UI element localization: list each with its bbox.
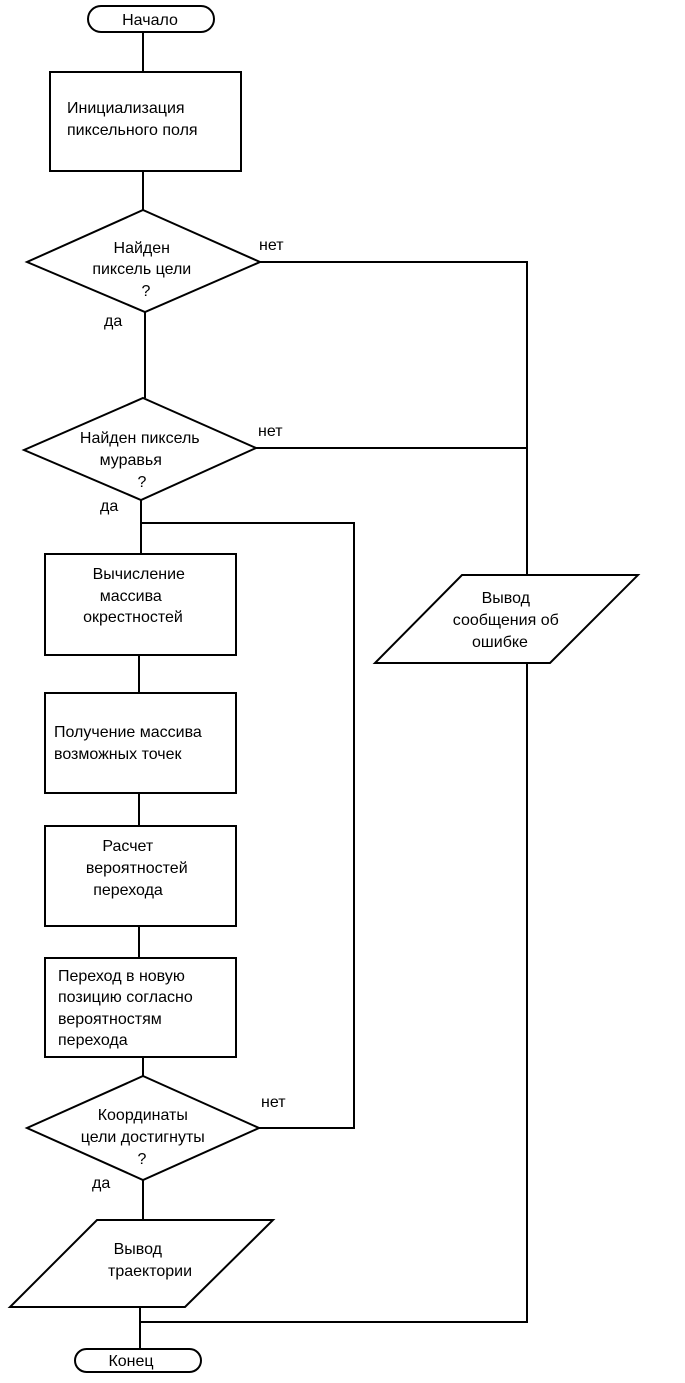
decision-reached-label: Координаты цели достигнуты ? xyxy=(81,1107,210,1168)
calc-neighborhood-label-line: Вычисление xyxy=(93,566,185,583)
end-label: Конец xyxy=(108,1353,153,1370)
calc-probabilities-label: Расчет вероятностей перехода xyxy=(86,838,192,899)
output-error-label: Вывод сообщения об ошибке xyxy=(453,590,563,651)
connectors xyxy=(138,32,528,1349)
decision-target-reached: Координаты цели достигнуты ? нет да xyxy=(24,1074,286,1192)
move-process: Переход в новую позицию согласно вероятн… xyxy=(44,957,237,1058)
get-points-label-line: Получение массива xyxy=(54,724,202,741)
decision-reached-label-line: ? xyxy=(138,1151,147,1168)
output-error-label-line: ошибке xyxy=(472,634,528,651)
calc-probabilities-label-line: Расчет xyxy=(102,838,154,855)
output-trajectory: Вывод траектории xyxy=(7,1219,276,1308)
init-process: Инициализация пиксельного поля xyxy=(49,71,242,172)
init-label-line: пиксельного поля xyxy=(67,122,198,139)
decision-target-label: Найден пиксель цели ? xyxy=(92,240,195,300)
output-trajectory-label: Вывод траектории xyxy=(108,1241,192,1280)
get-points-label-line: возможных точек xyxy=(54,746,183,763)
decision-target-found: Найден пиксель цели ? нет да xyxy=(24,208,284,330)
calc-neighborhood-label-line: окрестностей xyxy=(83,609,183,626)
decision-ant-yes-label: да xyxy=(100,498,118,515)
decision-target-label-line: Найден xyxy=(114,240,170,257)
decision-target-label-line: ? xyxy=(142,283,151,300)
calc-probabilities-label-line: перехода xyxy=(93,882,163,899)
calc-probabilities-process: Расчет вероятностей перехода xyxy=(44,825,237,927)
calc-neighborhood-label-line: массива xyxy=(100,588,162,605)
calc-neighborhood-label: Вычисление массива окрестностей xyxy=(83,566,189,626)
get-points-process: Получение массива возможных точек xyxy=(44,692,237,794)
decision-target-no-label: нет xyxy=(259,237,284,254)
decision-ant-label-line: ? xyxy=(138,474,147,491)
calc-neighborhood-process: Вычисление массива окрестностей xyxy=(44,553,237,656)
move-label-line: вероятностям xyxy=(58,1011,162,1028)
output-trajectory-label-line: траектории xyxy=(108,1263,192,1280)
decision-target-label-line: пиксель цели xyxy=(92,261,191,278)
decision-reached-label-line: Координаты xyxy=(98,1107,188,1124)
init-label: Инициализация пиксельного поля xyxy=(67,100,198,139)
decision-reached-no-label: нет xyxy=(261,1094,286,1111)
connector-decision-reached-no-loop xyxy=(141,522,355,1129)
output-trajectory-label-line: Вывод xyxy=(114,1241,163,1258)
start-terminator: Начало xyxy=(87,5,215,33)
end-terminator: Конец xyxy=(74,1348,202,1373)
output-error-label-line: Вывод xyxy=(482,590,531,607)
decision-reached-yes-label: да xyxy=(92,1175,110,1192)
get-points-label: Получение массива возможных точек xyxy=(54,724,206,763)
decision-ant-label-line: Найден пиксель xyxy=(80,430,200,447)
connector-error-end xyxy=(140,663,528,1323)
move-label: Переход в новую позицию согласно вероятн… xyxy=(58,968,197,1049)
init-label-line: Инициализация xyxy=(67,100,185,117)
decision-ant-found: Найден пиксель муравья ? нет да xyxy=(21,396,283,515)
decision-ant-label-line: муравья xyxy=(100,452,162,469)
move-label-line: перехода xyxy=(58,1032,128,1049)
calc-probabilities-label-line: вероятностей xyxy=(86,860,188,877)
decision-ant-no-label: нет xyxy=(258,423,283,440)
decision-reached-label-line: цели достигнуты xyxy=(81,1129,205,1146)
start-label: Начало xyxy=(122,12,178,29)
output-error: Вывод сообщения об ошибке xyxy=(372,574,641,664)
connector-decision-target-no xyxy=(260,261,528,575)
move-label-line: позицию согласно xyxy=(58,989,193,1006)
output-error-label-line: сообщения об xyxy=(453,612,559,629)
decision-ant-label: Найден пиксель муравья ? xyxy=(80,430,204,491)
decision-target-yes-label: да xyxy=(104,313,122,330)
move-label-line: Переход в новую xyxy=(58,968,185,985)
